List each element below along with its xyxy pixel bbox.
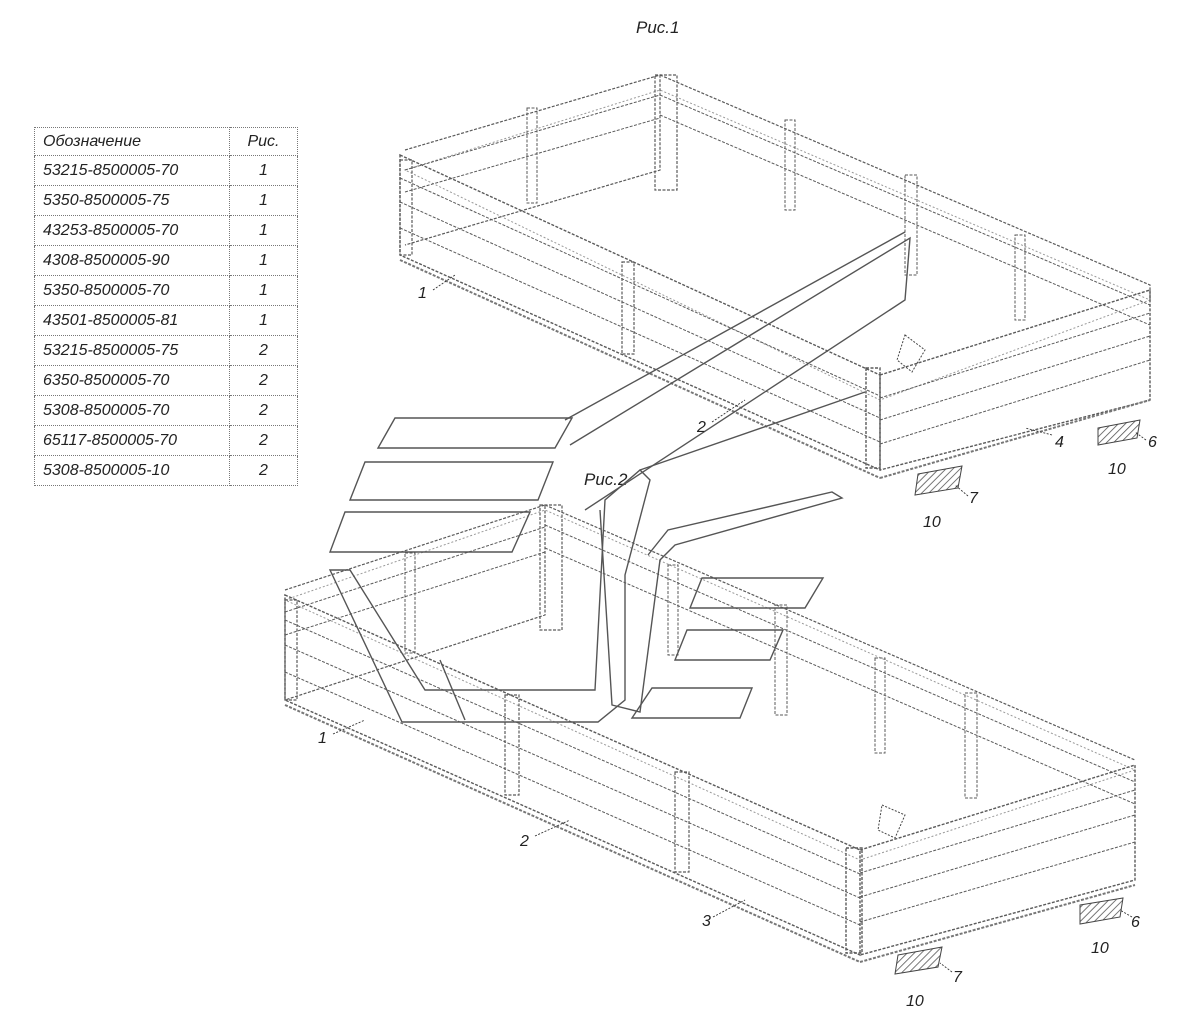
figure-cell: 2 xyxy=(229,395,298,426)
callout-1: 1 xyxy=(318,730,327,747)
figure-cell: 2 xyxy=(229,455,298,486)
leader-lines xyxy=(332,274,1147,973)
designation-cell: 5350-8500005-70 xyxy=(34,275,230,306)
table-header-row: Обозначение Рис. xyxy=(34,127,298,156)
figure-2-title: Рис.2 xyxy=(584,470,628,489)
designation-cell: 43253-8500005-70 xyxy=(34,215,230,246)
figure-cell: 1 xyxy=(229,245,298,276)
callout-6: 6 xyxy=(1148,434,1157,451)
designation-cell: 4308-8500005-90 xyxy=(34,245,230,276)
callout-7: 7 xyxy=(953,969,963,986)
callout-10: 10 xyxy=(1091,940,1109,957)
designation-cell: 53215-8500005-75 xyxy=(34,335,230,366)
header-designation: Обозначение xyxy=(34,127,230,156)
designation-cell: 5308-8500005-70 xyxy=(34,395,230,426)
designation-cell: 43501-8500005-81 xyxy=(34,305,230,336)
callout-2: 2 xyxy=(519,833,529,850)
figure-cell: 1 xyxy=(229,185,298,216)
callout-10: 10 xyxy=(923,514,941,531)
designation-cell: 5350-8500005-75 xyxy=(34,185,230,216)
callout-7: 7 xyxy=(969,490,979,507)
designation-cell: 5308-8500005-10 xyxy=(34,455,230,486)
figure-cell: 1 xyxy=(229,155,298,186)
figure-1-title: Рис.1 xyxy=(636,18,680,37)
callouts-figure-2: 1 2 3 6 7 10 10 xyxy=(318,730,1140,1010)
figure-1-body xyxy=(399,74,1152,479)
designation-cell: 6350-8500005-70 xyxy=(34,365,230,396)
designation-cell: 53215-8500005-70 xyxy=(34,155,230,186)
figure-2-body xyxy=(283,504,1137,963)
callout-3: 3 xyxy=(702,913,711,930)
figure-cell: 1 xyxy=(229,215,298,246)
callout-10: 10 xyxy=(1108,461,1126,478)
callout-4: 4 xyxy=(1055,434,1064,451)
figure-cell: 2 xyxy=(229,365,298,396)
callouts-figure-1: 1 2 4 6 7 10 10 xyxy=(418,285,1157,531)
figure-cell: 2 xyxy=(229,335,298,366)
callout-1: 1 xyxy=(418,285,427,302)
figure-cell: 1 xyxy=(229,305,298,336)
figure-cell: 2 xyxy=(229,425,298,456)
transition-outlines xyxy=(328,231,911,723)
hatched-parts xyxy=(877,334,1141,975)
callout-6: 6 xyxy=(1131,914,1140,931)
callout-2: 2 xyxy=(696,419,706,436)
callout-10: 10 xyxy=(906,993,924,1010)
